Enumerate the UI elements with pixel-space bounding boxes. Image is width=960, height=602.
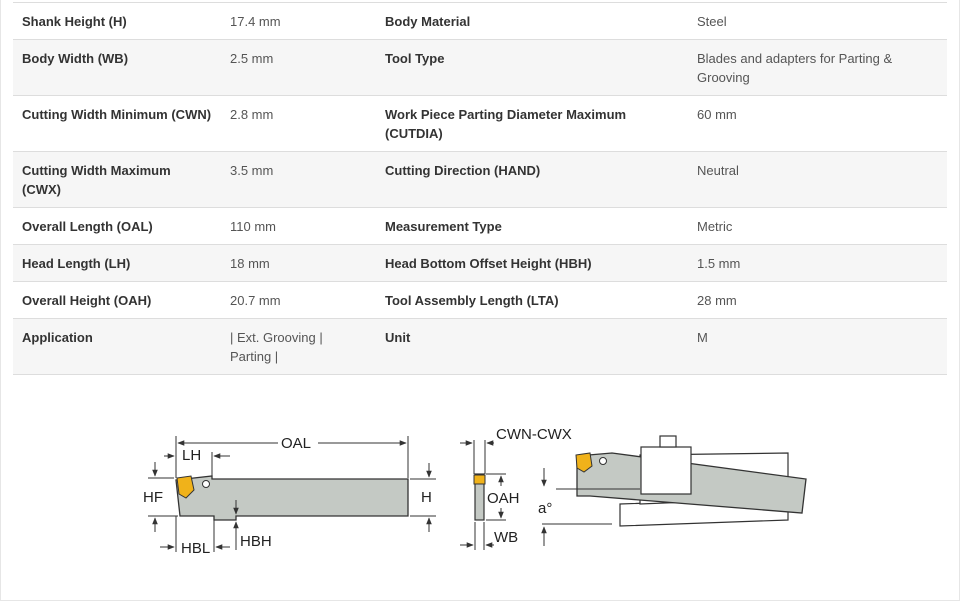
hbh-label: HBH (240, 533, 272, 550)
wb-label: WB (494, 529, 518, 546)
clamp-block (640, 446, 692, 495)
table-row: Application | Ext. Grooving | Parting | … (13, 318, 947, 375)
table-row: Cutting Width Maximum (CWX) 3.5 mm Cutti… (13, 151, 947, 208)
spec-label: Cutting Width Minimum (CWN) (13, 95, 221, 152)
spec-value: 3.5 mm (221, 151, 376, 208)
insert-side (176, 475, 195, 499)
spec-value: 18 mm (221, 244, 376, 282)
spec-label: Tool Type (376, 39, 688, 96)
spec-label: Overall Length (OAL) (13, 207, 221, 245)
tool-dimension-diagram: OAL LH HF H HBL HBH (143, 426, 807, 557)
spec-value: M (688, 318, 947, 375)
table-row: Overall Height (OAH) 20.7 mm Tool Assemb… (13, 281, 947, 319)
oah-label: OAH (487, 490, 520, 507)
spec-label: Measurement Type (376, 207, 688, 245)
cwn-cwx-label: CWN-CWX (496, 426, 572, 443)
spec-label: Work Piece Parting Diameter Maximum (CUT… (376, 95, 688, 152)
spec-value: 2.5 mm (221, 39, 376, 96)
spec-label: Shank Height (H) (13, 2, 221, 40)
table-row: Cutting Width Minimum (CWN) 2.8 mm Work … (13, 95, 947, 152)
angle-label: a° (538, 500, 552, 517)
table-row: Body Width (WB) 2.5 mm Tool Type Blades … (13, 39, 947, 96)
assembly-view: a° (538, 435, 807, 546)
blade-body-front (474, 473, 485, 521)
spec-label: Cutting Direction (HAND) (376, 151, 688, 208)
spec-label: Head Bottom Offset Height (HBH) (376, 244, 688, 282)
spec-value: 20.7 mm (221, 281, 376, 319)
insert-front (473, 474, 486, 485)
h-label: H (421, 489, 432, 506)
spec-label: Application (13, 318, 221, 375)
front-view: CWN-CWX OAH WB (460, 426, 572, 550)
spec-value: 110 mm (221, 207, 376, 245)
blade-body-side (175, 475, 409, 521)
spec-label: Overall Height (OAH) (13, 281, 221, 319)
spec-value: Metric (688, 207, 947, 245)
spec-value: Blades and adapters for Parting & Groovi… (688, 39, 947, 96)
insert-assembly (575, 452, 593, 473)
specifications-table: Shank Height (H) 17.4 mm Body Material S… (13, 2, 947, 375)
spec-value: 17.4 mm (221, 2, 376, 40)
hbl-label: HBL (181, 540, 210, 557)
spec-value: 60 mm (688, 95, 947, 152)
spec-label: Head Length (LH) (13, 244, 221, 282)
spec-label: Tool Assembly Length (LTA) (376, 281, 688, 319)
clamp-hole-side (202, 480, 210, 488)
spec-label: Unit (376, 318, 688, 375)
oal-label: OAL (281, 435, 311, 452)
lh-label: LH (182, 447, 201, 464)
side-view: OAL LH HF H HBL HBH (143, 435, 436, 557)
spec-value: 1.5 mm (688, 244, 947, 282)
spec-value: | Ext. Grooving | Parting | (221, 318, 376, 375)
spec-label: Body Width (WB) (13, 39, 221, 96)
table-row: Overall Length (OAL) 110 mm Measurement … (13, 207, 947, 245)
spec-value: 28 mm (688, 281, 947, 319)
spec-value: Neutral (688, 151, 947, 208)
hf-label: HF (143, 489, 163, 506)
table-row: Shank Height (H) 17.4 mm Body Material S… (13, 2, 947, 40)
clamp-screw (659, 435, 677, 448)
spec-value: 2.8 mm (221, 95, 376, 152)
spec-label: Body Material (376, 2, 688, 40)
table-row: Head Length (LH) 18 mm Head Bottom Offse… (13, 244, 947, 282)
spec-label: Cutting Width Maximum (CWX) (13, 151, 221, 208)
clamp-hole-assembly (599, 457, 607, 465)
spec-value: Steel (688, 2, 947, 40)
